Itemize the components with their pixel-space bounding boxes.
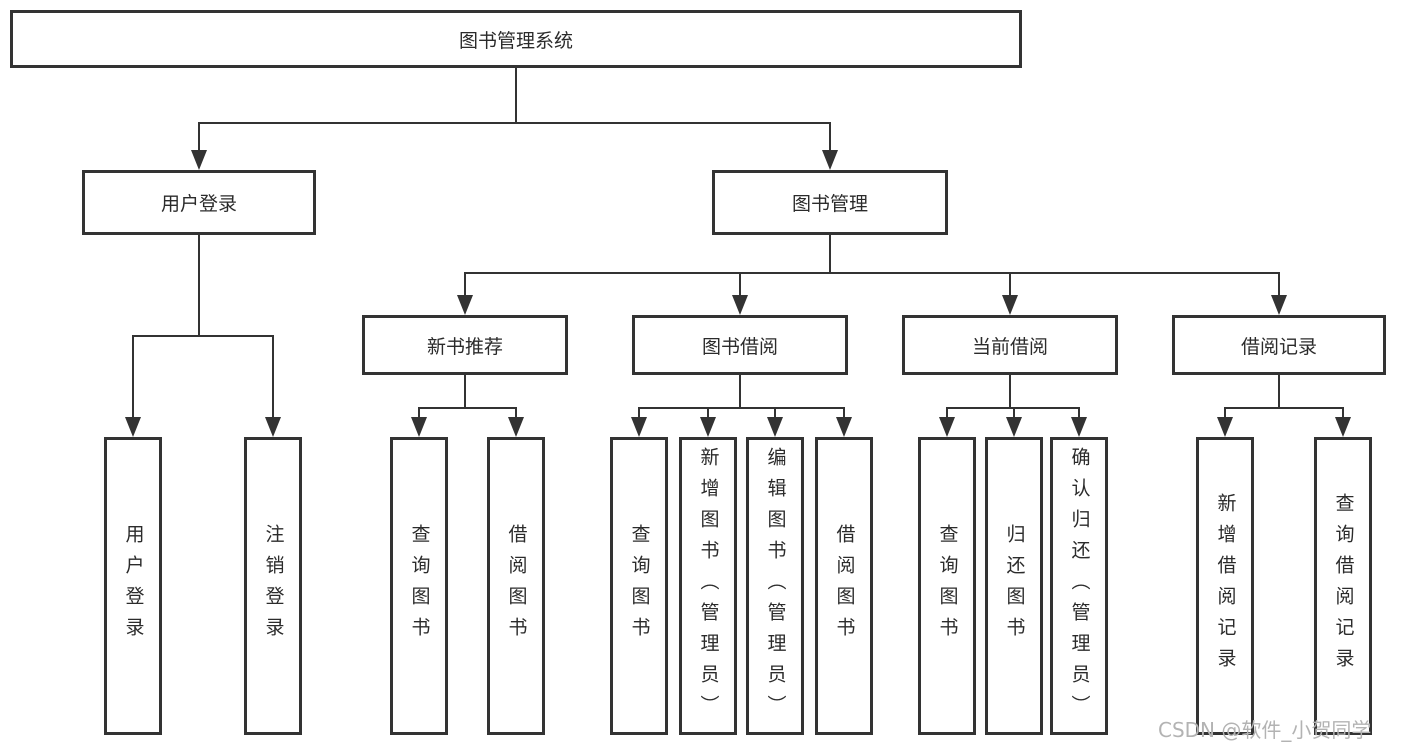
leaf-borrowing-borrow-books: 借阅图书 [815, 437, 873, 735]
connector-stem [515, 407, 517, 417]
node-current-borrowing: 当前借阅 [902, 315, 1118, 375]
connector-stem [464, 272, 466, 295]
leaf-recommend-query-books-label: 查询图书 [408, 524, 431, 648]
leaf-return-books: 归还图书 [985, 437, 1043, 735]
node-borrowing-records-label: 借阅记录 [1240, 335, 1317, 358]
leaf-current-query-books-label: 查询图书 [936, 524, 959, 648]
leaf-borrowing-borrow-books-label: 借阅图书 [833, 524, 856, 648]
csdn-watermark: CSDN @软件_小贺同学 [1158, 718, 1372, 742]
connector-recommend-vline [464, 375, 466, 407]
connector-root-hline [198, 122, 831, 124]
node-current-borrowing-label: 当前借阅 [971, 335, 1048, 358]
connector-stem [829, 122, 831, 150]
connector-records-vline [1278, 375, 1280, 407]
arrow-down-icon [1217, 417, 1233, 437]
connector-stem [198, 122, 200, 150]
node-book-management: 图书管理 [712, 170, 948, 235]
arrow-down-icon [1002, 295, 1018, 315]
connector-stem [1009, 272, 1011, 295]
connector-stem [638, 407, 640, 417]
leaf-add-books-admin: 新增图书（管理员） [679, 437, 737, 735]
leaf-user-login: 用户登录 [104, 437, 162, 735]
arrow-down-icon [732, 295, 748, 315]
leaf-logout-label: 注销登录 [262, 524, 285, 648]
connector-userlogin-hline [132, 335, 274, 337]
connector-stem [707, 407, 709, 417]
leaf-query-borrow-record-label: 查询借阅记录 [1332, 493, 1355, 679]
node-borrowing-records: 借阅记录 [1172, 315, 1386, 375]
arrow-down-icon [1335, 417, 1351, 437]
node-new-book-recommendation: 新书推荐 [362, 315, 568, 375]
leaf-recommend-query-books: 查询图书 [390, 437, 448, 735]
arrow-down-icon [700, 417, 716, 437]
arrow-down-icon [836, 417, 852, 437]
connector-root-vline [515, 68, 517, 122]
arrow-down-icon [508, 417, 524, 437]
leaf-confirm-return-admin-label: 确认归还（管理员） [1068, 446, 1091, 726]
leaf-add-borrow-record: 新增借阅记录 [1196, 437, 1254, 735]
connector-stem [272, 335, 274, 417]
arrow-down-icon [191, 150, 207, 170]
connector-records-hline [1224, 407, 1344, 409]
leaf-query-borrow-record: 查询借阅记录 [1314, 437, 1372, 735]
connector-bookmgmt-hline [464, 272, 1280, 274]
arrow-down-icon [1271, 295, 1287, 315]
connector-recommend-hline [418, 407, 517, 409]
connector-stem [774, 407, 776, 417]
leaf-confirm-return-admin: 确认归还（管理员） [1050, 437, 1108, 735]
connector-stem [132, 335, 134, 417]
connector-borrowing-hline [638, 407, 845, 409]
leaf-return-books-label: 归还图书 [1003, 524, 1026, 648]
node-user-login-label: 用户登录 [160, 193, 237, 215]
arrow-down-icon [265, 417, 281, 437]
leaf-edit-books-admin-label: 编辑图书（管理员） [764, 446, 787, 726]
leaf-edit-books-admin: 编辑图书（管理员） [746, 437, 804, 735]
connector-stem [739, 272, 741, 295]
connector-stem [1278, 272, 1280, 295]
connector-stem [1342, 407, 1344, 417]
leaf-current-query-books: 查询图书 [918, 437, 976, 735]
connector-stem [1078, 407, 1080, 417]
node-new-book-recommendation-label: 新书推荐 [426, 335, 503, 358]
connector-stem [1013, 407, 1015, 417]
node-user-login: 用户登录 [82, 170, 316, 235]
arrow-down-icon [631, 417, 647, 437]
arrow-down-icon [939, 417, 955, 437]
node-book-borrowing-label: 图书借阅 [701, 335, 778, 358]
connector-stem [1224, 407, 1226, 417]
arrow-down-icon [1071, 417, 1087, 437]
node-book-borrowing: 图书借阅 [632, 315, 848, 375]
connector-current-vline [1009, 375, 1011, 407]
arrow-down-icon [1006, 417, 1022, 437]
leaf-recommend-borrow-books: 借阅图书 [487, 437, 545, 735]
connector-stem [843, 407, 845, 417]
arrow-down-icon [125, 417, 141, 437]
connector-bookmgmt-vline [829, 235, 831, 272]
leaf-add-books-admin-label: 新增图书（管理员） [697, 446, 720, 726]
leaf-recommend-borrow-books-label: 借阅图书 [505, 524, 528, 648]
node-library-system-label: 图书管理系统 [458, 29, 573, 52]
leaf-logout: 注销登录 [244, 437, 302, 735]
arrow-down-icon [457, 295, 473, 315]
connector-stem [418, 407, 420, 417]
leaf-user-login-label: 用户登录 [122, 524, 145, 648]
leaf-borrowing-query-books: 查询图书 [610, 437, 668, 735]
node-book-management-label: 图书管理 [791, 193, 868, 215]
arrow-down-icon [822, 150, 838, 170]
connector-borrowing-vline [739, 375, 741, 407]
leaf-add-borrow-record-label: 新增借阅记录 [1214, 493, 1237, 679]
connector-stem [946, 407, 948, 417]
leaf-borrowing-query-books-label: 查询图书 [628, 524, 651, 648]
arrow-down-icon [767, 417, 783, 437]
connector-userlogin-vline [198, 235, 200, 335]
arrow-down-icon [411, 417, 427, 437]
node-library-system: 图书管理系统 [10, 10, 1022, 68]
